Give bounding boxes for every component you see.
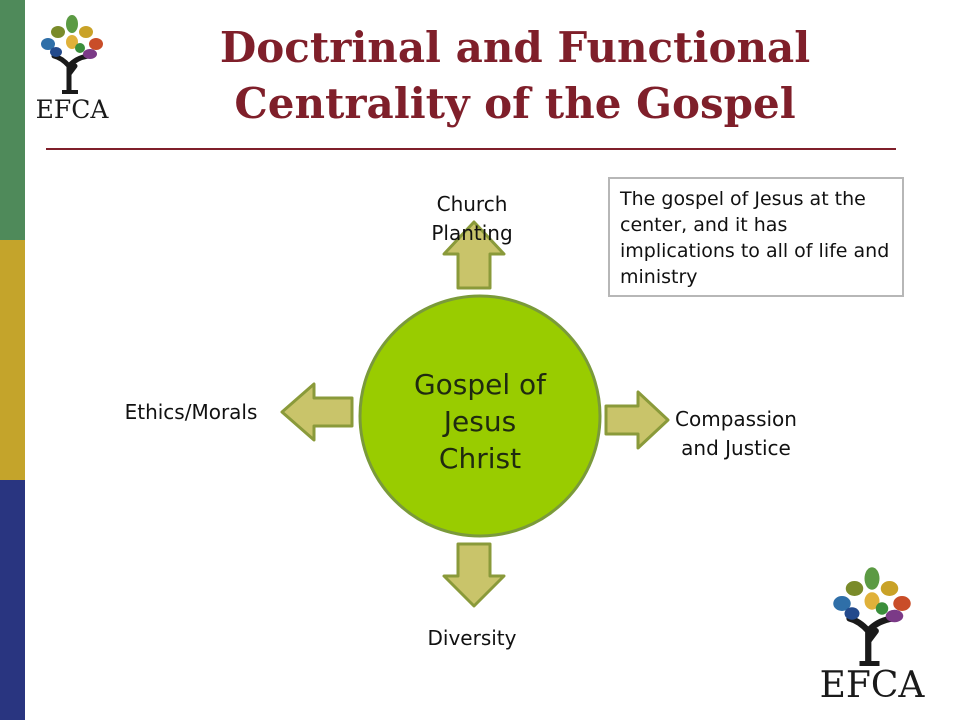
label-compassion-justice: Compassion and Justice bbox=[648, 405, 824, 463]
title-divider bbox=[46, 148, 896, 150]
center-line-3: Christ bbox=[438, 442, 522, 475]
efca-logo-text-bottom: EFCA bbox=[819, 665, 925, 706]
arrow-right bbox=[604, 390, 670, 450]
efca-logo-text: EFCA bbox=[35, 95, 109, 124]
center-circle-label: Gospel of Jesus Christ bbox=[370, 366, 590, 477]
efca-logo-bottom: EFCA bbox=[818, 566, 926, 706]
center-line-1: Gospel of bbox=[413, 368, 547, 401]
tree-of-leaves-icon bbox=[833, 567, 911, 667]
page-title-line-1: Doctrinal and Functional bbox=[219, 23, 811, 72]
label-left-line-1: Ethics/Morals bbox=[124, 400, 258, 424]
efca-logo-top: EFCA bbox=[32, 14, 112, 124]
label-right-line-1: Compassion bbox=[675, 407, 797, 431]
sidebar-stripe-blue bbox=[0, 480, 25, 720]
tree-of-leaves-icon bbox=[41, 15, 103, 95]
sidebar-stripe-gold bbox=[0, 240, 25, 480]
label-diversity: Diversity bbox=[402, 624, 542, 653]
label-bottom-line-1: Diversity bbox=[427, 626, 517, 650]
arrow-down bbox=[442, 542, 506, 608]
center-circle bbox=[358, 294, 602, 538]
page-title: Doctrinal and Functional Centrality of t… bbox=[150, 20, 880, 132]
label-top-line-2: Planting bbox=[431, 221, 513, 245]
label-top-line-1: Church bbox=[436, 192, 508, 216]
label-right-line-2: and Justice bbox=[681, 436, 791, 460]
page-title-line-2: Centrality of the Gospel bbox=[234, 79, 796, 128]
arrow-left bbox=[280, 382, 354, 442]
arrow-up bbox=[442, 220, 506, 290]
callout-box: The gospel of Jesus at the center, and i… bbox=[608, 177, 904, 297]
label-ethics-morals: Ethics/Morals bbox=[100, 398, 282, 427]
sidebar-stripe-green bbox=[0, 0, 25, 240]
label-church-planting: Church Planting bbox=[402, 190, 542, 248]
center-line-2: Jesus bbox=[443, 405, 517, 438]
